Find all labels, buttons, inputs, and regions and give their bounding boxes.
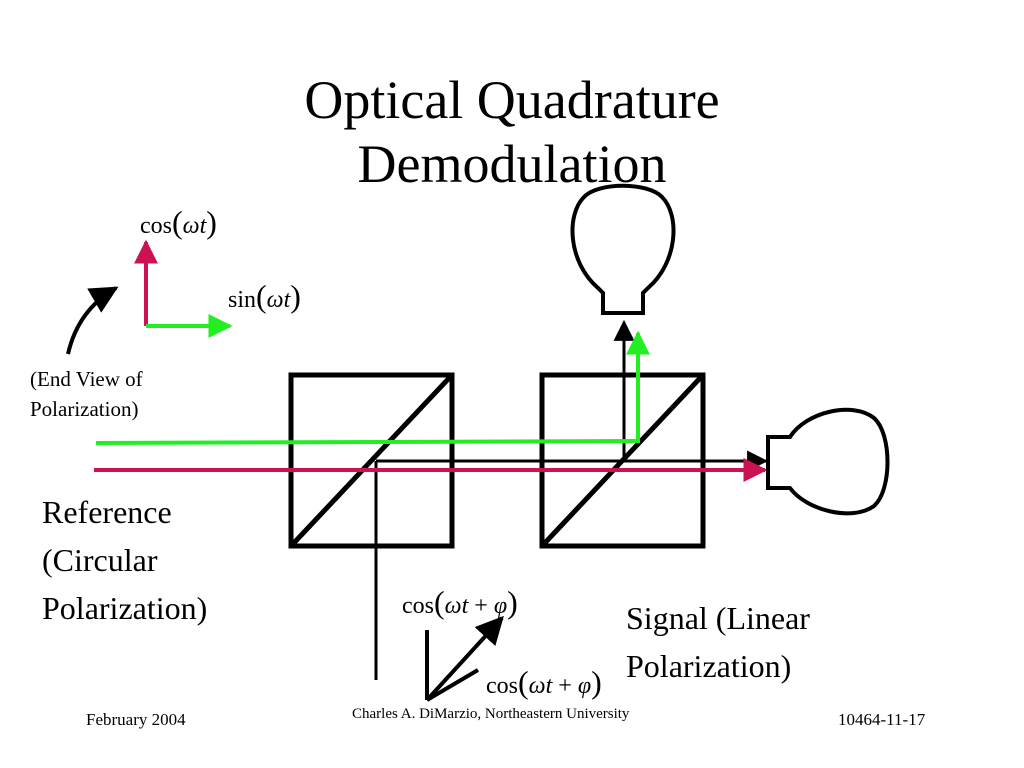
lparen: ( <box>256 278 267 314</box>
lparen: ( <box>518 664 529 700</box>
reference-label: Reference (Circular Polarization) <box>42 488 207 632</box>
omega-symbol: ω <box>528 673 546 699</box>
title-line-2: Demodulation <box>357 134 667 194</box>
end-view-line-1: (End View of <box>30 367 143 391</box>
omega-symbol: ω <box>266 287 284 313</box>
end-view-line-2: Polarization) <box>30 397 139 421</box>
cos-fn: cos <box>486 673 518 699</box>
green-reference-beam <box>95 330 650 445</box>
rparen: ) <box>290 278 301 314</box>
cos-omega-t-phi-label-lower: cos(ωt + φ) <box>486 664 602 701</box>
cos-fn: cos <box>140 213 172 239</box>
reference-line-1: Reference <box>42 494 172 530</box>
sin-fn: sin <box>228 287 257 313</box>
sin-omega-t-label: sin(ωt) <box>228 278 301 315</box>
curved-pointer-arrow <box>66 286 119 355</box>
lparen: ( <box>172 204 183 240</box>
footer-date: February 2004 <box>86 710 186 729</box>
lparen: ( <box>434 584 445 620</box>
signal-axis-diagonal-up <box>425 615 504 702</box>
t-symbol: t <box>199 213 207 239</box>
t-symbol: t <box>545 673 553 699</box>
title-line-1: Optical Quadrature <box>304 70 720 130</box>
cos-omega-t-label: cos(ωt) <box>140 204 217 241</box>
end-view-label: (End View of Polarization) <box>30 364 143 424</box>
phi-symbol: φ <box>493 593 508 619</box>
signal-axis-diagonal-down <box>425 668 480 702</box>
rparen: ) <box>206 204 217 240</box>
phi-symbol: φ <box>577 673 592 699</box>
detector-right <box>766 407 890 516</box>
cos-fn: cos <box>402 593 434 619</box>
signal-label: Signal (Linear Polarization) <box>626 594 810 690</box>
detector-top <box>570 183 676 315</box>
reference-line-3: Polarization) <box>42 590 208 626</box>
reference-line-2: (Circular <box>42 542 158 578</box>
plus-sign: + <box>474 593 488 619</box>
omega-symbol: ω <box>444 593 462 619</box>
footer-slide-id: 10464-11-17 <box>838 710 926 729</box>
plus-sign: + <box>558 673 572 699</box>
slide-title: Optical Quadrature Demodulation <box>0 68 1024 196</box>
rparen: ) <box>591 664 602 700</box>
beam-splitter-1-diagonal <box>289 373 454 548</box>
cos-omega-t-phi-label-upper: cos(ωt + φ) <box>402 584 518 621</box>
t-symbol: t <box>461 593 469 619</box>
rparen: ) <box>507 584 518 620</box>
t-symbol: t <box>283 287 291 313</box>
signal-line-1: Signal (Linear <box>626 600 810 636</box>
signal-line-2: Polarization) <box>626 648 792 684</box>
footer-author: Charles A. DiMarzio, Northeastern Univer… <box>352 706 630 722</box>
omega-symbol: ω <box>182 213 200 239</box>
